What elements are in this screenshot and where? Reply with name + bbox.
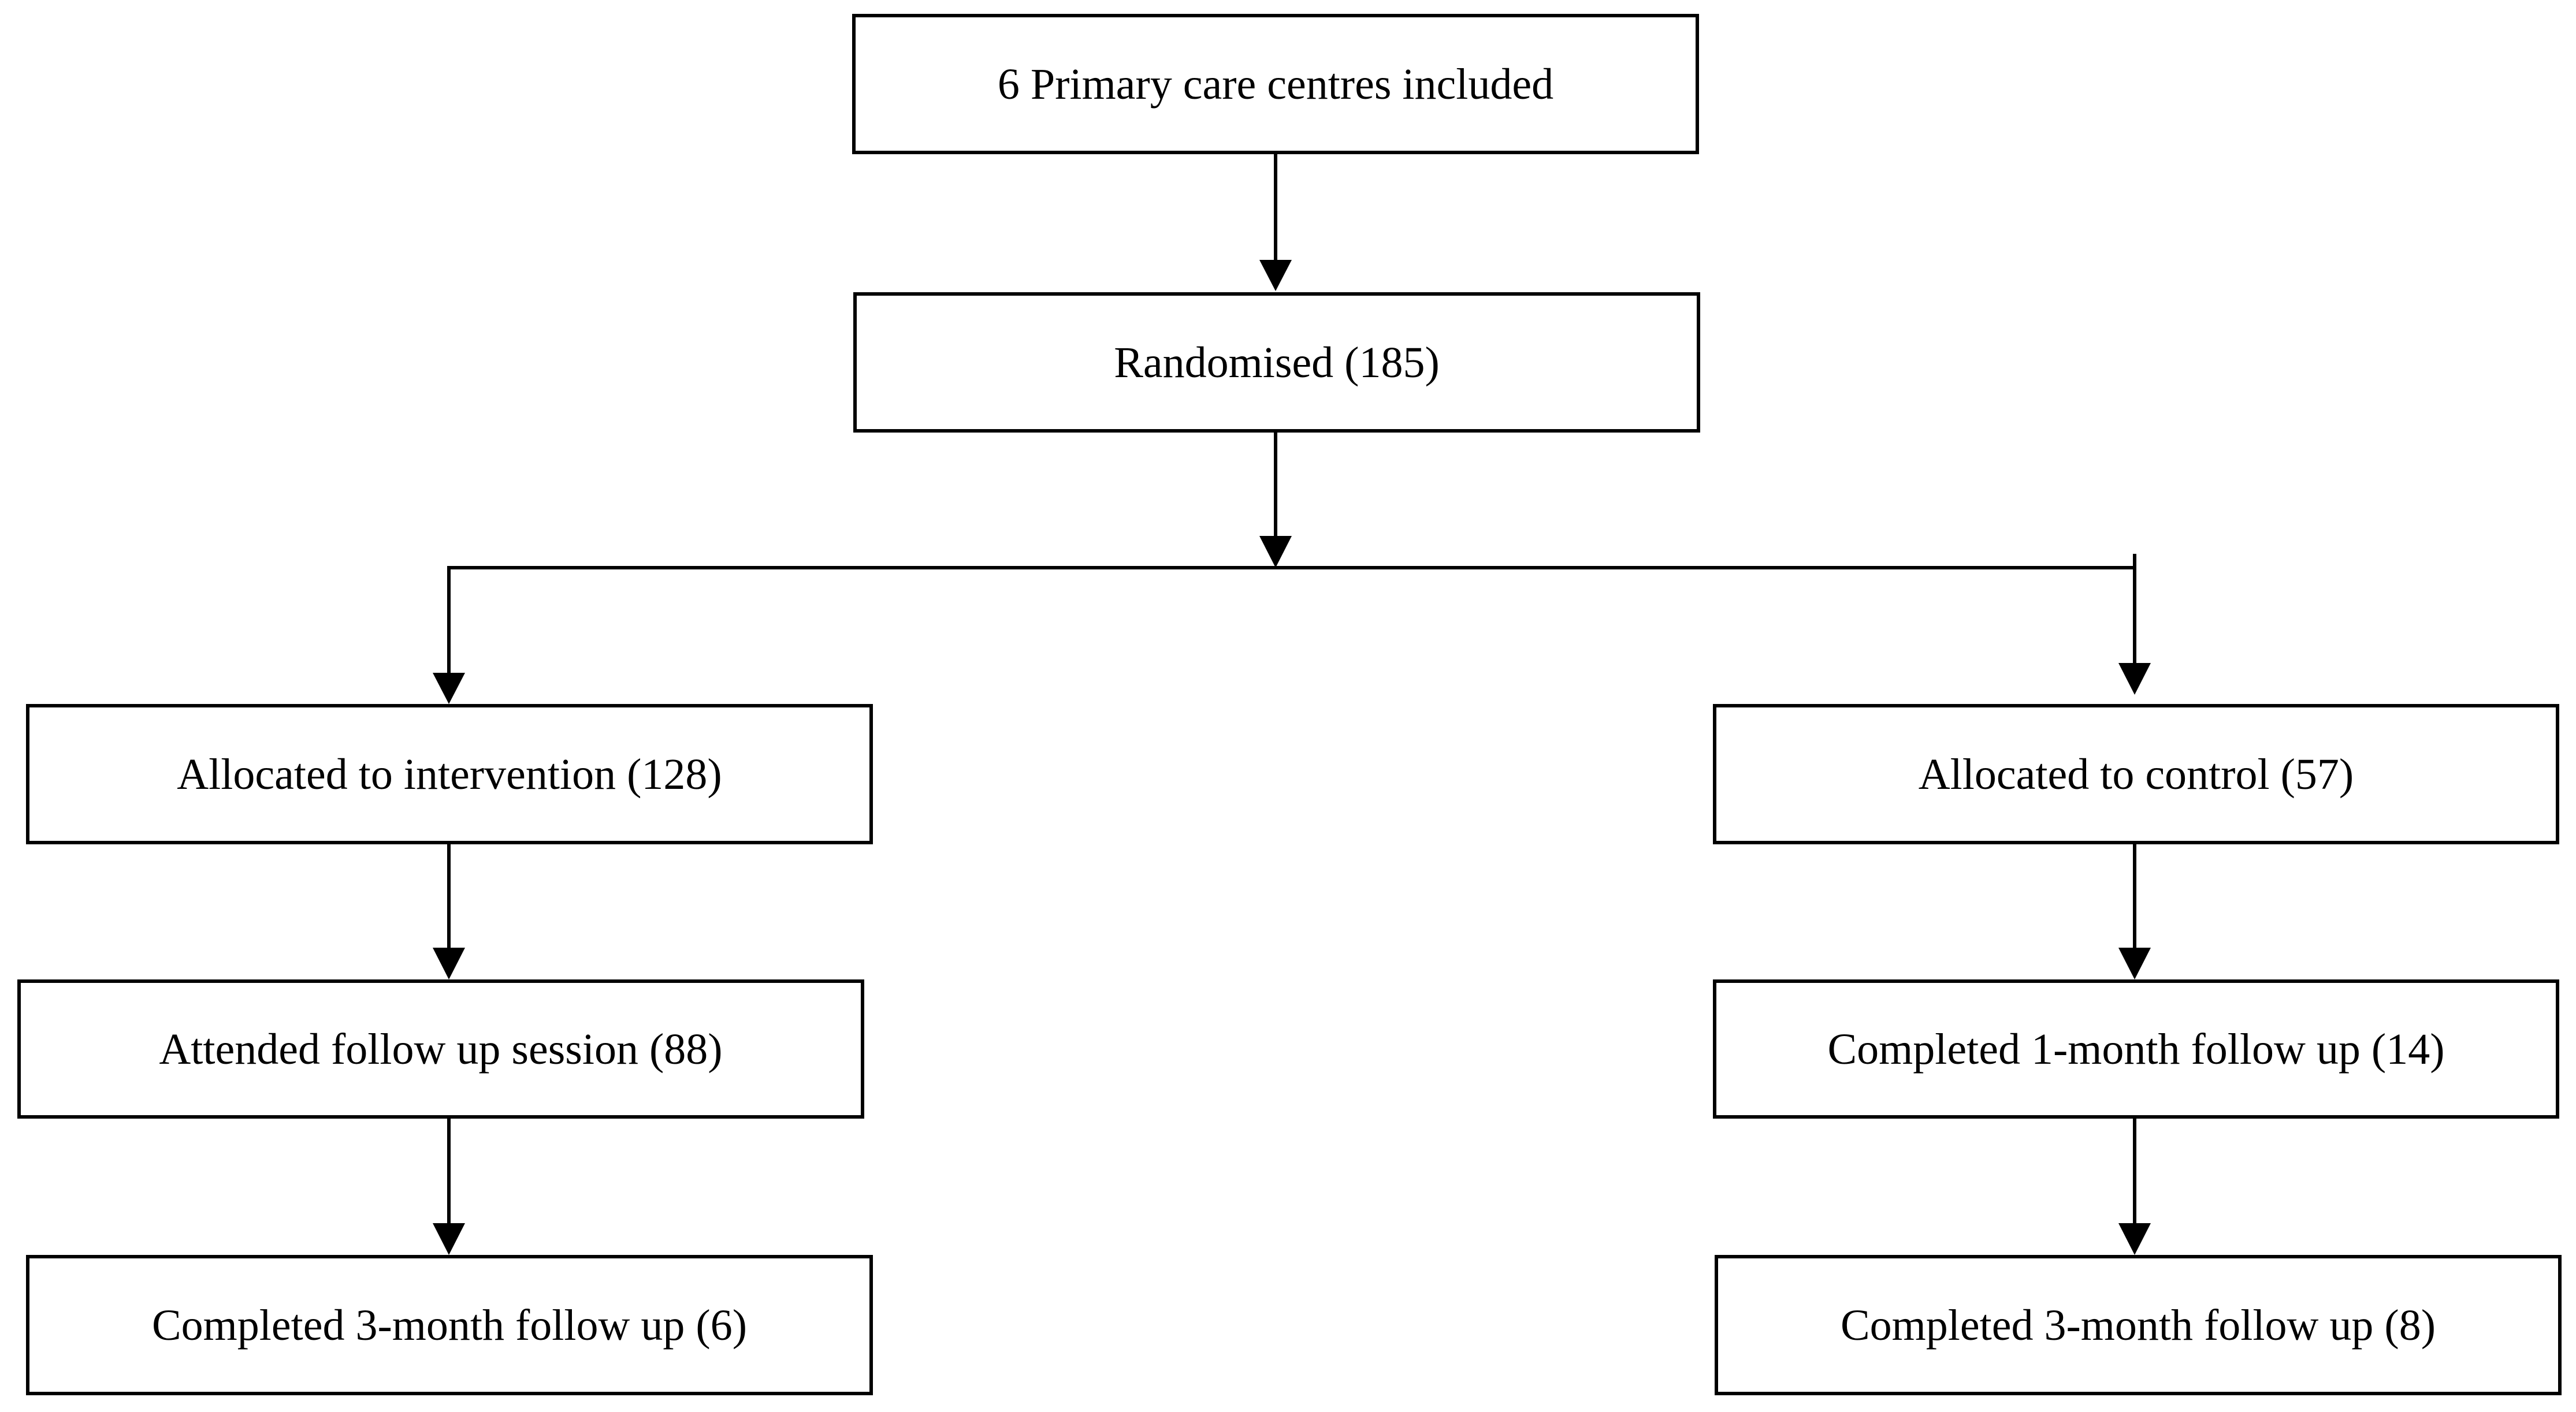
node-control-3-month-follow-up: Completed 3-month follow up (8) xyxy=(1715,1255,2562,1395)
arrowhead-randomised xyxy=(1259,260,1292,291)
node-label: Randomised (185) xyxy=(1114,338,1440,387)
arrowhead-control xyxy=(2118,663,2151,695)
node-label: 6 Primary care centres included xyxy=(997,59,1554,109)
node-label: Completed 3-month follow up (8) xyxy=(1840,1301,2436,1350)
node-attended-follow-up: Attended follow up session (88) xyxy=(17,979,864,1119)
arrowhead-attended xyxy=(433,948,465,979)
node-label: Allocated to control (57) xyxy=(1918,750,2354,799)
arrowhead-ctrl-3month xyxy=(2118,1223,2151,1255)
node-label: Allocated to intervention (128) xyxy=(177,750,722,799)
arrowhead-intervention xyxy=(433,673,465,704)
node-label: Completed 3-month follow up (6) xyxy=(151,1301,748,1350)
arrowhead-ctrl-1month xyxy=(2118,948,2151,979)
arrowhead-int-3month xyxy=(433,1223,465,1255)
node-intervention-3-month-follow-up: Completed 3-month follow up (6) xyxy=(26,1255,873,1395)
node-allocated-intervention: Allocated to intervention (128) xyxy=(26,704,873,844)
node-primary-care-centres: 6 Primary care centres included xyxy=(852,14,1699,154)
node-allocated-control: Allocated to control (57) xyxy=(1713,704,2559,844)
node-randomised: Randomised (185) xyxy=(853,292,1700,433)
arrowhead-split xyxy=(1259,536,1292,568)
node-label: Attended follow up session (88) xyxy=(159,1024,723,1074)
node-label: Completed 1-month follow up (14) xyxy=(1827,1024,2445,1074)
node-control-1-month-follow-up: Completed 1-month follow up (14) xyxy=(1713,979,2559,1119)
